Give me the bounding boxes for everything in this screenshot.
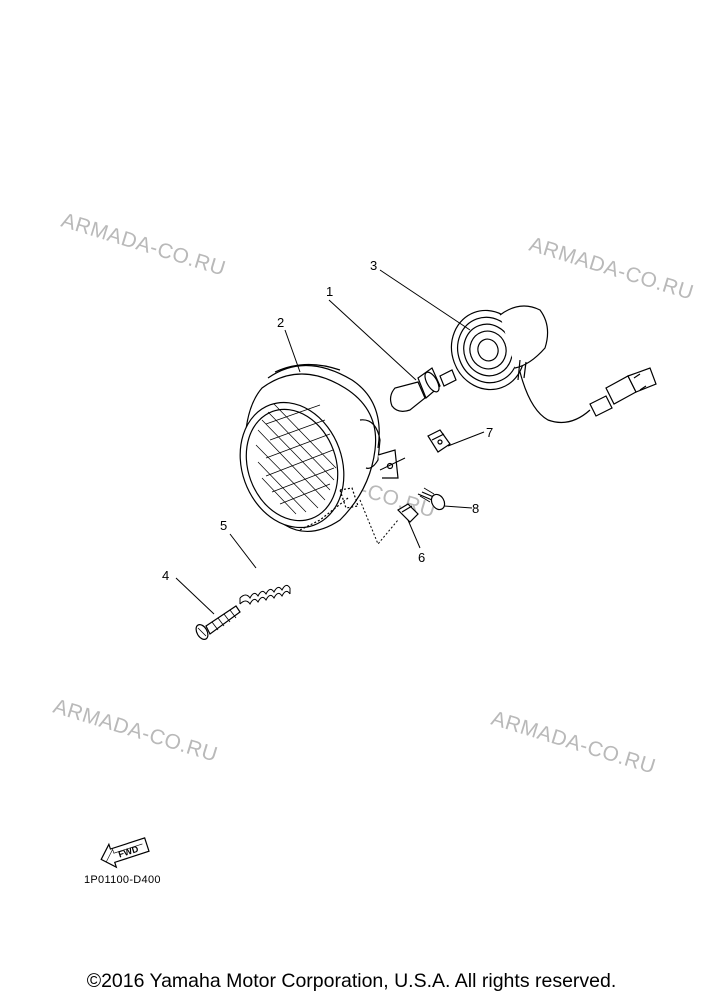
callout-8: 8 — [472, 501, 479, 516]
callout-4: 4 — [162, 568, 169, 583]
callouts: 1 2 3 4 5 6 7 8 — [162, 258, 493, 583]
clip-icon — [427, 429, 451, 453]
watermarks: ARMADA-CO.RU ARMADA-CO.RU ARMADA-CO.RU A… — [51, 209, 697, 779]
screw-icon — [417, 487, 446, 511]
part-number: 1P01100-D400 — [84, 874, 161, 886]
callout-7: 7 — [486, 425, 493, 440]
nut-icon — [397, 503, 419, 523]
watermark: ARMADA-CO.RU — [489, 707, 659, 779]
copyright-notice: ©2016 Yamaha Motor Corporation, U.S.A. A… — [86, 970, 617, 992]
watermark: ARMADA-CO.RU — [59, 209, 229, 281]
bulb-icon — [389, 367, 457, 412]
headlight-lens-icon — [239, 363, 399, 532]
callout-5: 5 — [220, 518, 227, 533]
watermark: ARMADA-CO.RU — [51, 695, 221, 767]
bulb-socket-icon — [450, 305, 657, 423]
callout-2: 2 — [277, 315, 284, 330]
watermark: ARMADA-CO.RU — [527, 233, 697, 305]
callout-3: 3 — [370, 258, 377, 273]
spring-icon — [239, 584, 291, 605]
callout-6: 6 — [418, 550, 425, 565]
leader-lines — [175, 269, 485, 615]
fwd-arrow-icon: FWD — [100, 837, 150, 869]
callout-1: 1 — [326, 284, 333, 299]
screw-icon — [195, 605, 241, 640]
